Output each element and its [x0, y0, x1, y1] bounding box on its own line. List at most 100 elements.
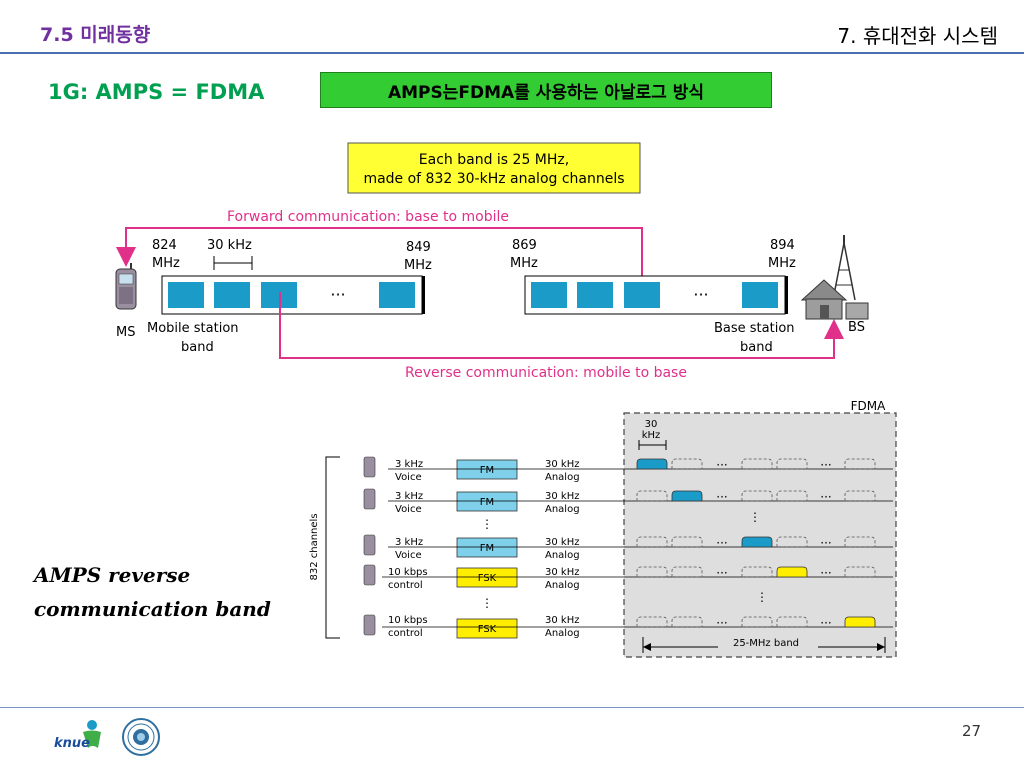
idle-channel-slot [776, 458, 808, 470]
mobile-band-label-line1: Mobile station [147, 321, 239, 336]
channel-width-label: 30 kHz [207, 238, 252, 253]
fdma-panel [623, 412, 897, 658]
highlight-box: AMPS는FDMA를 사용하는 아날로그 방식 [320, 72, 772, 108]
fdma-row-voice-3: 3 kHz Voice FM 30 kHz Analog ··· ··· [363, 534, 893, 561]
fdma-row-control-2: 10 kbps control FSK 30 kHz Analog ··· ··… [363, 614, 893, 639]
university-logo: knue [54, 718, 160, 756]
idle-channel-slot [671, 616, 703, 628]
caption-line2: communication band [34, 597, 271, 621]
forward-label: Forward communication: base to mobile [227, 209, 509, 225]
row-type: Voice [395, 472, 422, 483]
band-label-bg [718, 636, 818, 650]
page-number: 27 [962, 722, 982, 740]
modulator-box [456, 567, 518, 588]
idle-channel-slot [776, 490, 808, 502]
base-band-ellipsis: ··· [693, 285, 708, 304]
idle-channel-slot [636, 616, 668, 628]
slot-ellipsis: ··· [820, 458, 831, 472]
f849-value: 849 [406, 240, 431, 255]
figure-caption: AMPS reverse communication band [34, 558, 271, 626]
idle-channel-slot [741, 458, 773, 470]
amps-band-diagram: Each band is 25 MHz, made of 832 30-kHz … [115, 142, 869, 381]
section-title: 7.5 미래동향 [40, 24, 151, 46]
reverse-label: Reverse communication: mobile to base [405, 365, 687, 381]
slot-ellipsis: ··· [820, 566, 831, 580]
fdma-row-voice-2: 3 kHz Voice FM 30 kHz Analog ··· ··· [363, 488, 893, 515]
phone-icon [363, 456, 376, 478]
active-control-slot [844, 616, 876, 628]
slot-ellipsis: ··· [716, 458, 727, 472]
modulator-label: FM [480, 497, 494, 508]
row-output-type: Analog [545, 472, 580, 483]
row-output-bw: 30 kHz [545, 615, 579, 626]
f894-unit: MHz [768, 256, 796, 271]
f869-value: 869 [512, 238, 537, 253]
modulator-box [456, 491, 518, 512]
mobile-channel [214, 282, 250, 308]
idle-channel-slot [671, 566, 703, 578]
f849-unit: MHz [404, 258, 432, 273]
active-control-slot [776, 566, 808, 578]
idle-channel-slot [636, 566, 668, 578]
idle-channel-slot [741, 566, 773, 578]
slot-width-line2: kHz [642, 430, 661, 441]
row-output-type: Analog [545, 628, 580, 639]
row-output-type: Analog [545, 550, 580, 561]
footer-divider [0, 707, 1024, 708]
mobile-phone-icon [115, 263, 137, 310]
band-span-arrow-left [643, 643, 651, 651]
base-band-edge [785, 276, 788, 314]
row-rate: 3 kHz [395, 459, 423, 470]
caption-line1: AMPS reverse [34, 563, 191, 587]
bs-label: BS [848, 320, 865, 335]
f824-unit: MHz [152, 256, 180, 271]
chapter-title: 7. 휴대전화 시스템 [837, 24, 998, 48]
mobile-channel [379, 282, 415, 308]
slot-ellipsis: ··· [716, 536, 727, 550]
highlight-text: AMPS는FDMA를 사용하는 아날로그 방식 [387, 82, 704, 103]
fdma-row-control-1: 10 kbps control FSK 30 kHz Analog ··· ··… [363, 564, 893, 591]
active-channel-slot [671, 490, 703, 502]
row-rate: 3 kHz [395, 537, 423, 548]
base-band-label-line1: Base station [714, 321, 795, 336]
idle-channel-slot [844, 566, 876, 578]
idle-channel-slot [844, 490, 876, 502]
row-output-bw: 30 kHz [545, 537, 579, 548]
modulator-vdots: ⋮ [481, 596, 493, 610]
row-output-bw: 30 kHz [545, 459, 579, 470]
reverse-path [279, 292, 844, 359]
row-rate: 10 kbps [388, 615, 428, 626]
idle-channel-slot [741, 490, 773, 502]
university-seal-icon [122, 718, 160, 756]
forward-path [116, 227, 643, 292]
slide-title: 1G: AMPS = FDMA [48, 80, 265, 104]
slot-ellipsis: ··· [820, 490, 831, 504]
row-output-bw: 30 kHz [545, 491, 579, 502]
row-output-type: Analog [545, 580, 580, 591]
idle-channel-slot [636, 536, 668, 548]
idle-channel-slot [671, 536, 703, 548]
base-band-label-line2: band [740, 340, 773, 355]
header-divider [0, 52, 1024, 54]
band-note-line2: made of 832 30-kHz analog channels [363, 171, 624, 187]
modulator-box [456, 459, 518, 480]
idle-channel-slot [741, 616, 773, 628]
fdma-title: FDMA [851, 399, 886, 413]
phone-icon [363, 534, 376, 556]
f869-unit: MHz [510, 256, 538, 271]
phone-icon [363, 564, 376, 586]
row-type: control [388, 580, 423, 591]
modulator-box [456, 537, 518, 558]
band-span-label: 25-MHz band [733, 638, 799, 649]
row-type: control [388, 628, 423, 639]
modulator-label: FSK [478, 573, 497, 584]
slot-ellipsis: ··· [716, 490, 727, 504]
phone-icon [363, 488, 376, 510]
row-rate: 10 kbps [388, 567, 428, 578]
svg-text:knue: knue [54, 736, 90, 751]
idle-channel-slot [776, 536, 808, 548]
slot-ellipsis: ··· [716, 616, 727, 630]
row-output-bw: 30 kHz [545, 567, 579, 578]
slot-ellipsis: ··· [820, 616, 831, 630]
row-type: Voice [395, 504, 422, 515]
